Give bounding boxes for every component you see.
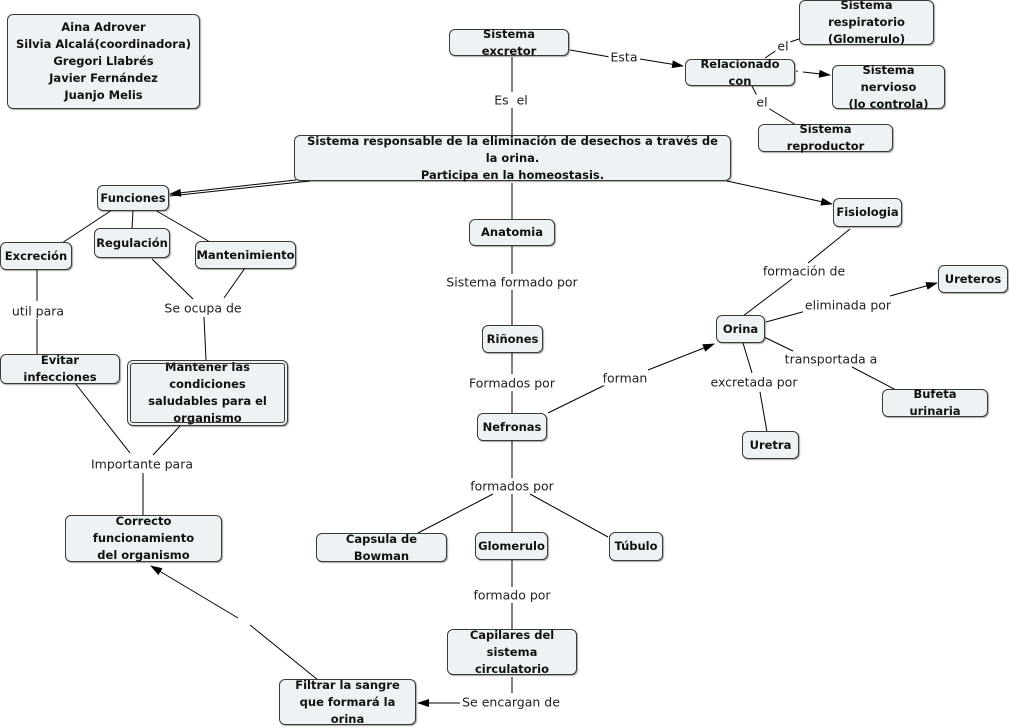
node-mantenimiento[interactable]: Mantenimiento — [195, 241, 296, 269]
node-mantener-condiciones[interactable]: Mantener las condiciones saludables para… — [127, 360, 288, 426]
label-eliminada-por: eliminada por — [802, 297, 894, 313]
node-sistema-nervioso[interactable]: Sistema nervioso (lo controla) — [832, 63, 945, 111]
node-tubulo[interactable]: Túbulo — [609, 532, 663, 561]
label-importante-para: Importante para — [88, 456, 196, 472]
node-capsula-bowman[interactable]: Capsula de Bowman — [316, 532, 447, 563]
link-excretada-uretra — [759, 391, 768, 433]
link-definicion-funciones-a — [169, 179, 297, 197]
link-definicion-funciones-b — [169, 180, 311, 197]
label-transportada-a: transportada a — [782, 351, 880, 367]
node-glomerulo[interactable]: Glomerulo — [475, 532, 548, 560]
node-filtrar-sangre[interactable]: Filtrar la sangre que formará la orina — [279, 678, 416, 726]
node-evitar-infecciones[interactable]: Evitar infecciones — [0, 353, 120, 384]
link-forman-orina — [647, 343, 715, 371]
label-excretada-por: excretada por — [708, 374, 800, 390]
node-anatomia[interactable]: Anatomia — [469, 219, 555, 246]
link-filtrar-correcto-2 — [150, 565, 239, 619]
node-excrecion[interactable]: Excreción — [0, 242, 72, 270]
node-bufeta[interactable]: Bufeta urinaria — [882, 387, 988, 418]
label-formado-por: formado por — [471, 587, 553, 603]
label-es-el: Es el — [492, 92, 530, 108]
label-formacion-de: formación de — [760, 263, 848, 279]
link-funciones-regulacion — [131, 209, 134, 230]
link-orina-excretada — [742, 342, 753, 374]
node-nefronas[interactable]: Nefronas — [477, 413, 547, 441]
node-sistema-respiratorio[interactable]: Sistema respiratorio (Glomerulo) — [799, 0, 934, 46]
node-fisiologia[interactable]: Fisiologia — [833, 198, 902, 227]
link-definicion-fisiologia — [726, 180, 833, 206]
label-se-encargan-de: Se encargan de — [460, 694, 562, 710]
node-sistema-excretor[interactable]: Sistema excretor — [449, 27, 569, 58]
link-regulacion-seocupa — [151, 258, 194, 300]
node-funciones[interactable]: Funciones — [97, 185, 169, 211]
link-nefronas-forman — [547, 384, 606, 414]
label-formados-por-1: Formados por — [467, 375, 557, 391]
label-el-respiratorio: el — [775, 38, 791, 54]
label-sistema-formado-por: Sistema formado por — [444, 274, 580, 290]
node-uretra[interactable]: Uretra — [742, 431, 799, 459]
link-relacionado-el1 — [764, 49, 778, 59]
link-seocupa-mantener — [203, 316, 207, 361]
link-formados2-capsula — [417, 493, 494, 534]
node-ureteros[interactable]: Ureteros — [938, 265, 1008, 293]
link-filtrar-correcto — [249, 624, 319, 681]
link-relacionado-el2 — [751, 85, 758, 97]
link-formados2-tubulo — [529, 493, 609, 538]
node-definicion[interactable]: Sistema responsable de la eliminación de… — [294, 134, 731, 182]
label-forman: forman — [600, 370, 650, 386]
link-mantenimiento-seocupa — [223, 267, 246, 299]
node-correcto-funcionamiento[interactable]: Correcto funcionamiento del organismo — [65, 514, 222, 562]
link-orina-eliminada — [765, 310, 807, 323]
link-evitar-importante — [74, 382, 131, 454]
link-funciones-excrecion — [61, 209, 113, 244]
link-orina-transportada — [763, 336, 794, 352]
link-formacion-orina — [742, 278, 793, 317]
node-orina[interactable]: Orina — [716, 315, 765, 343]
link-transportada-bufeta — [851, 366, 897, 391]
node-regulacion[interactable]: Regulación — [94, 228, 170, 258]
label-se-ocupa-de: Se ocupa de — [162, 300, 244, 316]
label-esta: Esta — [608, 49, 640, 65]
node-rinones[interactable]: Riñones — [482, 325, 543, 353]
link-el2-reproductor — [767, 107, 797, 126]
label-el-reproductor: el — [754, 94, 770, 110]
label-util-para: util para — [9, 303, 67, 319]
link-esta-relacionado — [639, 58, 684, 69]
node-sistema-reproductor[interactable]: Sistema reproductor — [758, 122, 893, 153]
link-funciones-mantenimiento — [154, 209, 211, 243]
authors-box: Aina Adrover Silvia Alcalá(coordinadora)… — [7, 14, 200, 109]
node-capilares[interactable]: Capilares del sistema circulatorio — [447, 628, 577, 676]
link-mantener-importante — [152, 425, 181, 456]
label-dot: · — [795, 63, 799, 79]
link-excretor-esta — [569, 49, 611, 58]
label-formados-por-2: formados por — [468, 478, 556, 494]
link-relacionado-nervioso — [802, 69, 831, 78]
link-eliminada-ureteros — [889, 282, 938, 297]
link-fisiologia-formacion — [807, 228, 851, 264]
node-relacionado-con[interactable]: Relacionado con — [685, 57, 795, 88]
